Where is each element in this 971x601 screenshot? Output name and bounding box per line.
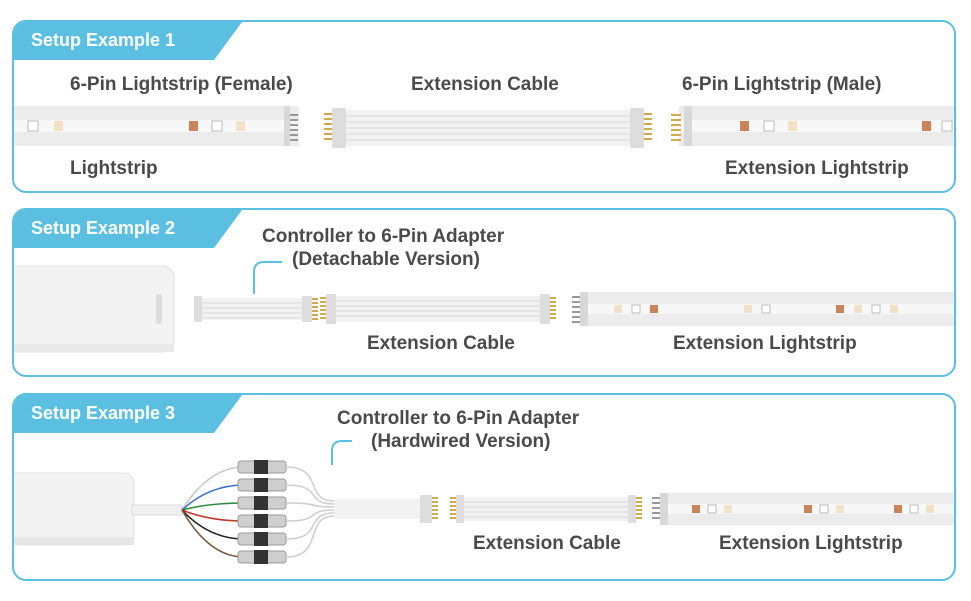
- setup-2-illustration: [14, 261, 954, 353]
- extension-cable-label-2: Extension Cable: [367, 333, 515, 354]
- setup-example-1-tab: Setup Example 1: [14, 22, 242, 60]
- setup-example-1-panel: Setup Example 1: [12, 20, 956, 193]
- detachable-adapter: [194, 261, 318, 322]
- setup-example-2-panel: Setup Example 2: [12, 208, 956, 377]
- output-wire: [285, 466, 335, 502]
- extension-lightstrip-label-2: Extension Lightstrip: [673, 333, 857, 354]
- extension-cable: [324, 108, 652, 148]
- male-lightstrip-label: 6-Pin Lightstrip (Male): [682, 74, 882, 95]
- wire-connector-clip: [254, 496, 268, 510]
- input-wire: [181, 466, 245, 511]
- output-wire: [285, 484, 335, 505]
- female-lightstrip: [14, 106, 299, 146]
- controller-box-3: [14, 472, 183, 546]
- setup-example-1-title: Setup Example 1: [31, 30, 176, 50]
- extension-lightstrip-label: Extension Lightstrip: [725, 158, 909, 179]
- output-wire: [285, 502, 335, 508]
- extension-cable-label: Extension Cable: [411, 74, 559, 95]
- lightstrip-label: Lightstrip: [70, 158, 158, 179]
- setup-example-2-tab: Setup Example 2: [14, 210, 242, 248]
- female-lightstrip-label: 6-Pin Lightstrip (Female): [70, 74, 293, 95]
- hardwired-adapter-label-2: (Hardwired Version): [371, 431, 551, 452]
- male-lightstrip: [671, 106, 954, 146]
- detachable-adapter-label-2: (Detachable Version): [292, 249, 480, 270]
- input-wire: [181, 509, 245, 558]
- hardwired-adapter-label-1: Controller to 6-Pin Adapter: [337, 408, 580, 429]
- output-wire: [285, 515, 335, 558]
- setup-example-3-tab: Setup Example 3: [14, 395, 242, 433]
- setup-example-3-title: Setup Example 3: [31, 403, 176, 423]
- wire-connector-clip: [254, 514, 268, 528]
- hardwired-adapter-connector: [331, 440, 438, 523]
- hardwired-wires: [181, 460, 335, 564]
- extension-cable-2: [320, 294, 556, 324]
- setup-1-illustration: [14, 106, 954, 148]
- setup-3-illustration: [14, 440, 954, 564]
- wire-connector-clip: [254, 460, 268, 474]
- wire-connector-clip: [254, 478, 268, 492]
- setup-example-3-panel: Setup Example 3: [12, 393, 956, 581]
- controller-box: [14, 265, 175, 353]
- extension-lightstrip-2: [572, 292, 954, 326]
- setup-example-2-title: Setup Example 2: [31, 218, 176, 238]
- extension-lightstrip-3: [652, 493, 954, 525]
- wire-connector-clip: [254, 532, 268, 546]
- input-wire: [181, 502, 245, 511]
- output-wire: [285, 509, 335, 522]
- output-wire: [285, 512, 335, 540]
- extension-cable-3: [450, 495, 642, 523]
- wire-connector-clip: [254, 550, 268, 564]
- detachable-adapter-label-1: Controller to 6-Pin Adapter: [262, 226, 505, 247]
- extension-lightstrip-label-3: Extension Lightstrip: [719, 533, 903, 554]
- extension-cable-label-3: Extension Cable: [473, 533, 621, 554]
